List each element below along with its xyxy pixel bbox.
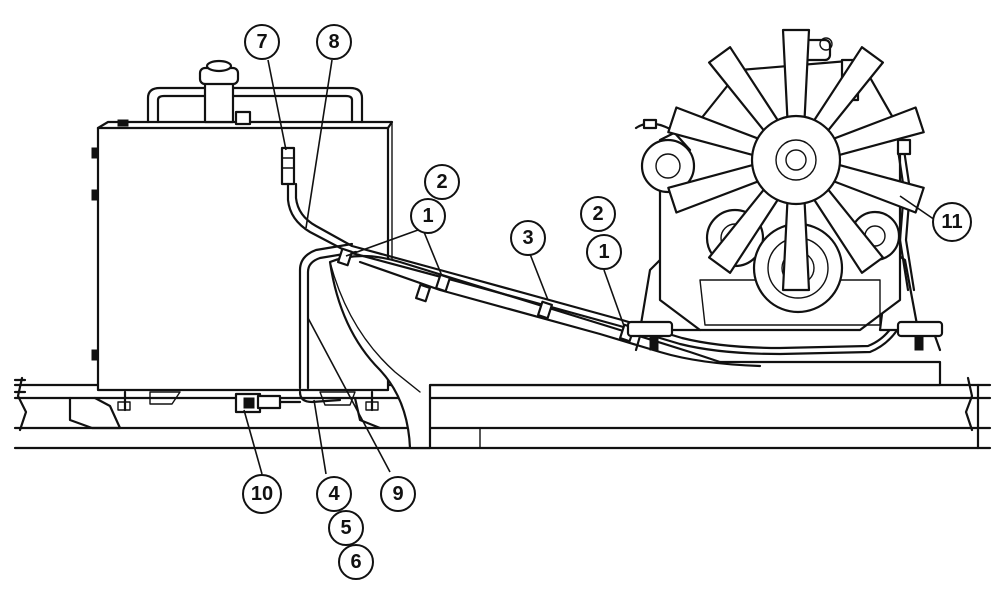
callout-8-label: 8 — [328, 31, 339, 53]
callout-4: 4 — [316, 476, 352, 512]
callout-2b-label: 2 — [592, 203, 603, 225]
callout-1b: 1 — [586, 234, 622, 270]
callout-3: 3 — [510, 220, 546, 256]
callout-1a-label: 1 — [422, 205, 433, 227]
callout-9: 9 — [380, 476, 416, 512]
fuel-tank — [91, 59, 394, 406]
callout-1a: 1 — [410, 198, 446, 234]
callout-leaders — [243, 59, 936, 475]
callout-10-label: 10 — [251, 483, 273, 505]
callout-7-label: 7 — [256, 31, 267, 53]
callout-11: 11 — [932, 202, 972, 242]
callout-6-label: 6 — [350, 551, 361, 573]
callout-1b-label: 1 — [598, 241, 609, 263]
callout-8: 8 — [316, 24, 352, 60]
callout-9-label: 9 — [392, 483, 403, 505]
callout-4-label: 4 — [328, 483, 340, 505]
callout-2b: 2 — [580, 196, 616, 232]
callout-2a-label: 2 — [436, 171, 447, 193]
cooling-fan — [667, 28, 925, 292]
callout-10: 10 — [242, 474, 282, 514]
callout-7: 7 — [244, 24, 280, 60]
fuel-lines — [234, 182, 912, 414]
callout-5-label: 5 — [340, 517, 351, 539]
engine-support-plate — [328, 254, 942, 450]
callout-2a: 2 — [424, 164, 460, 200]
callout-5: 5 — [328, 510, 364, 546]
callout-6: 6 — [338, 544, 374, 580]
callout-3-label: 3 — [522, 227, 533, 249]
callout-11-label: 11 — [941, 211, 962, 233]
